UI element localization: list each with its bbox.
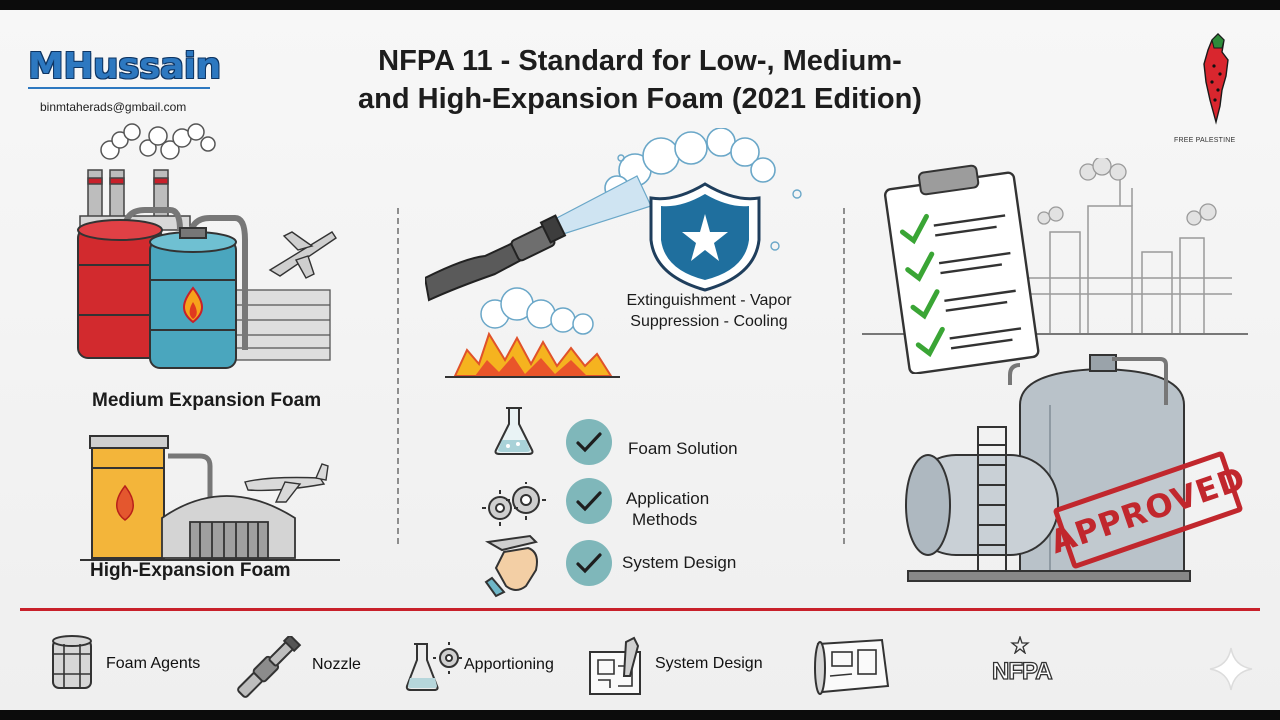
application-methods-line-1: Application: [626, 489, 710, 508]
medium-expansion-illustration: [77, 123, 337, 369]
free-palestine-text: FREE PALESTINE: [1174, 137, 1236, 144]
foam-effects-line-2: Suppression - Cooling: [630, 313, 788, 330]
title-line-1: NFPA 11 - Standard for Low-, Medium-: [378, 45, 902, 77]
footer-nozzle-label: Nozzle: [312, 656, 361, 673]
page-title: NFPA 11 - Standard for Low-, Medium- and…: [300, 42, 980, 118]
foam-effects-text: Extinguishment - Vapor Suppression - Coo…: [614, 290, 804, 332]
high-expansion-illustration: [80, 435, 340, 561]
nfpa-logo: NFPA: [991, 634, 1053, 685]
check-circle-foam-solution: [566, 419, 612, 465]
checkmark-icon: [576, 432, 602, 453]
foam-nozzle-illustration: [425, 128, 802, 378]
gears-hand-icon: [482, 482, 546, 598]
checklist-application-methods: Application Methods: [626, 488, 709, 530]
footer-separator: [20, 608, 1260, 611]
left-divider: [397, 208, 399, 544]
footer-system-design-label: System Design: [655, 655, 763, 672]
author-email: binmtaherads@gmbail.com: [40, 100, 187, 114]
palestine-map-icon: [1203, 33, 1229, 125]
clipboard-checklist-illustration: [862, 158, 1248, 374]
brand-logo: MHussain: [28, 46, 221, 87]
checklist-foam-solution: Foam Solution: [628, 439, 738, 458]
check-circle-application-methods: [566, 478, 612, 524]
flask-icon: [494, 407, 534, 455]
nfpa-star-icon: [1010, 634, 1030, 655]
nozzle-icon: [237, 636, 302, 698]
check-circle-system-design: [566, 540, 612, 586]
checkmark-icon: [576, 491, 602, 512]
title-line-2: and High-Expansion Foam (2021 Edition): [358, 83, 922, 115]
nfpa-logo-text: NFPA: [991, 658, 1053, 685]
checklist-system-design: System Design: [622, 553, 737, 572]
footer-foam-agents-label: Foam Agents: [106, 655, 201, 672]
footer-apportioning-label: Apportioning: [464, 656, 554, 673]
infographic-canvas: MHussain binmtaherads@gmbail.com NFPA 11…: [0, 10, 1280, 710]
foam-effects-line-1: Extinguishment - Vapor: [626, 292, 792, 309]
high-expansion-label: High-Expansion Foam: [90, 560, 291, 581]
approved-tanks-illustration: [905, 354, 1191, 582]
right-divider: [843, 208, 845, 544]
application-methods-line-2: Methods: [632, 510, 698, 529]
barrel-icon: [52, 635, 92, 689]
checkmark-icon: [576, 553, 602, 574]
sparkle-icon: [1209, 647, 1253, 691]
brand-underline: [28, 87, 210, 89]
flask-gear-icon: [405, 642, 462, 691]
medium-expansion-label: Medium Expansion Foam: [92, 390, 322, 411]
blueprint-icon: [589, 636, 641, 695]
plan-scroll-icon: [814, 638, 890, 695]
